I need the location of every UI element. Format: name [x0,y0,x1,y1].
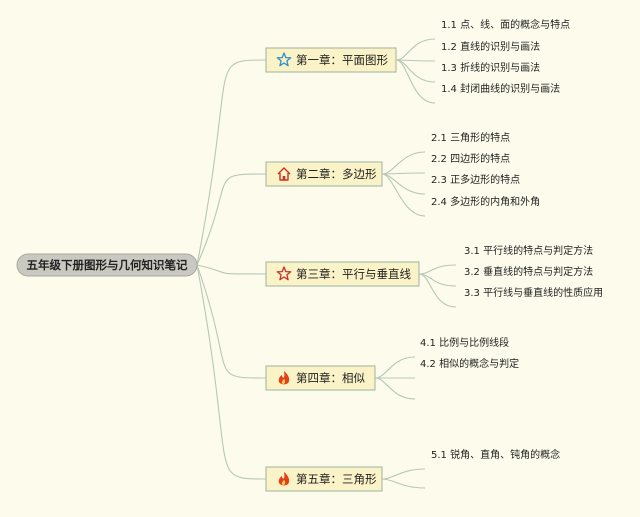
chapter-branches: 5.1 锐角、直角、钝角的概念 [381,448,560,489]
chapter-node[interactable]: 第二章：多边形 [265,161,383,187]
root-box [16,253,198,277]
chapter-label: 第五章：三角形 [296,472,377,486]
root-connector [196,264,267,275]
chapter-branches: 1.1 点、线、面的概念与特点 1.2 直线的识别与画法 1.3 折线的识别与画法 1… [395,18,570,104]
subtopic-label[interactable]: 3.3 平行线与垂直线的性质应用 [464,286,603,299]
subtopic-label[interactable]: 2.1 三角形的特点 [431,131,510,144]
subtopic-label[interactable]: 4.1 比例与比例线段 [420,336,509,349]
connectors [196,59,267,480]
fire-icon [278,472,290,486]
branch-connector [418,273,457,308]
subtopic-label[interactable]: 3.2 垂直线的特点与判定方法 [464,265,593,278]
subtopic-label[interactable]: 1.2 直线的识别与画法 [441,40,540,53]
subtopic-label[interactable]: 5.1 锐角、直角、钝角的概念 [431,448,560,461]
branch-connector [418,264,457,275]
subtopic-label[interactable]: 2.3 正多边形的特点 [431,173,520,186]
subtopic-label[interactable]: 1.1 点、线、面的概念与特点 [441,18,570,31]
branch-connector [381,468,426,480]
chapter-label: 第四章：相似 [296,371,365,385]
root-node[interactable]: 五年级下册图形与几何知识笔记 [16,253,198,277]
chapter-branches: 3.1 平行线的特点与判定方法 3.2 垂直线的特点与判定方法 3.3 平行线与垂直… [418,244,603,308]
branch-connector [395,59,436,104]
fire-icon [278,371,290,385]
branch-connector [381,151,426,175]
subtopic-label[interactable]: 2.4 多边形的内角和外角 [431,195,540,208]
house-icon [277,167,291,181]
star-outline-icon [276,52,292,67]
chapter-node[interactable]: 第三章：平行与垂直线 [265,261,420,287]
chapter-label: 第三章：平行与垂直线 [296,267,411,281]
branch-connector [381,172,426,175]
branch-connector [395,59,436,62]
subtopic-label[interactable]: 1.4 封闭曲线的识别与画法 [441,82,560,95]
chapter-branches: 4.1 比例与比例线段 4.2 相似的概念与判定 [374,336,519,400]
chapter-branches: 2.1 三角形的特点 2.2 四边形的特点 2.3 正多边形的特点 2.4 多边形的内… [381,131,540,217]
chapter-node[interactable]: 第五章：三角形 [265,466,383,492]
chapter-label: 第一章：平面图形 [296,53,388,67]
chapter-node[interactable]: 第四章：相似 [265,365,376,391]
branch-connector [418,273,457,287]
star-outline-icon [276,266,292,281]
branch-connector [381,173,426,217]
branch-connector [395,38,436,61]
branch-connector [374,377,416,400]
root-connector [196,59,267,266]
subtopic-label[interactable]: 1.3 折线的识别与画法 [441,61,540,74]
branch-connector [381,173,426,195]
root-connector [196,173,267,266]
branch-connector [374,356,416,379]
chapter-box [265,161,383,187]
chapter-node[interactable]: 第一章：平面图形 [265,47,397,73]
subtopic-label[interactable]: 3.1 平行线的特点与判定方法 [464,244,593,257]
chapter-label: 第二章：多边形 [296,167,377,181]
root-label: 五年级下册图形与几何知识笔记 [27,258,188,272]
root-connector [196,264,267,480]
branch-connector [381,478,426,489]
root-connector [196,264,267,379]
subtopic-label[interactable]: 4.2 相似的概念与判定 [420,357,519,370]
subtopic-label[interactable]: 2.2 四边形的特点 [431,152,510,165]
